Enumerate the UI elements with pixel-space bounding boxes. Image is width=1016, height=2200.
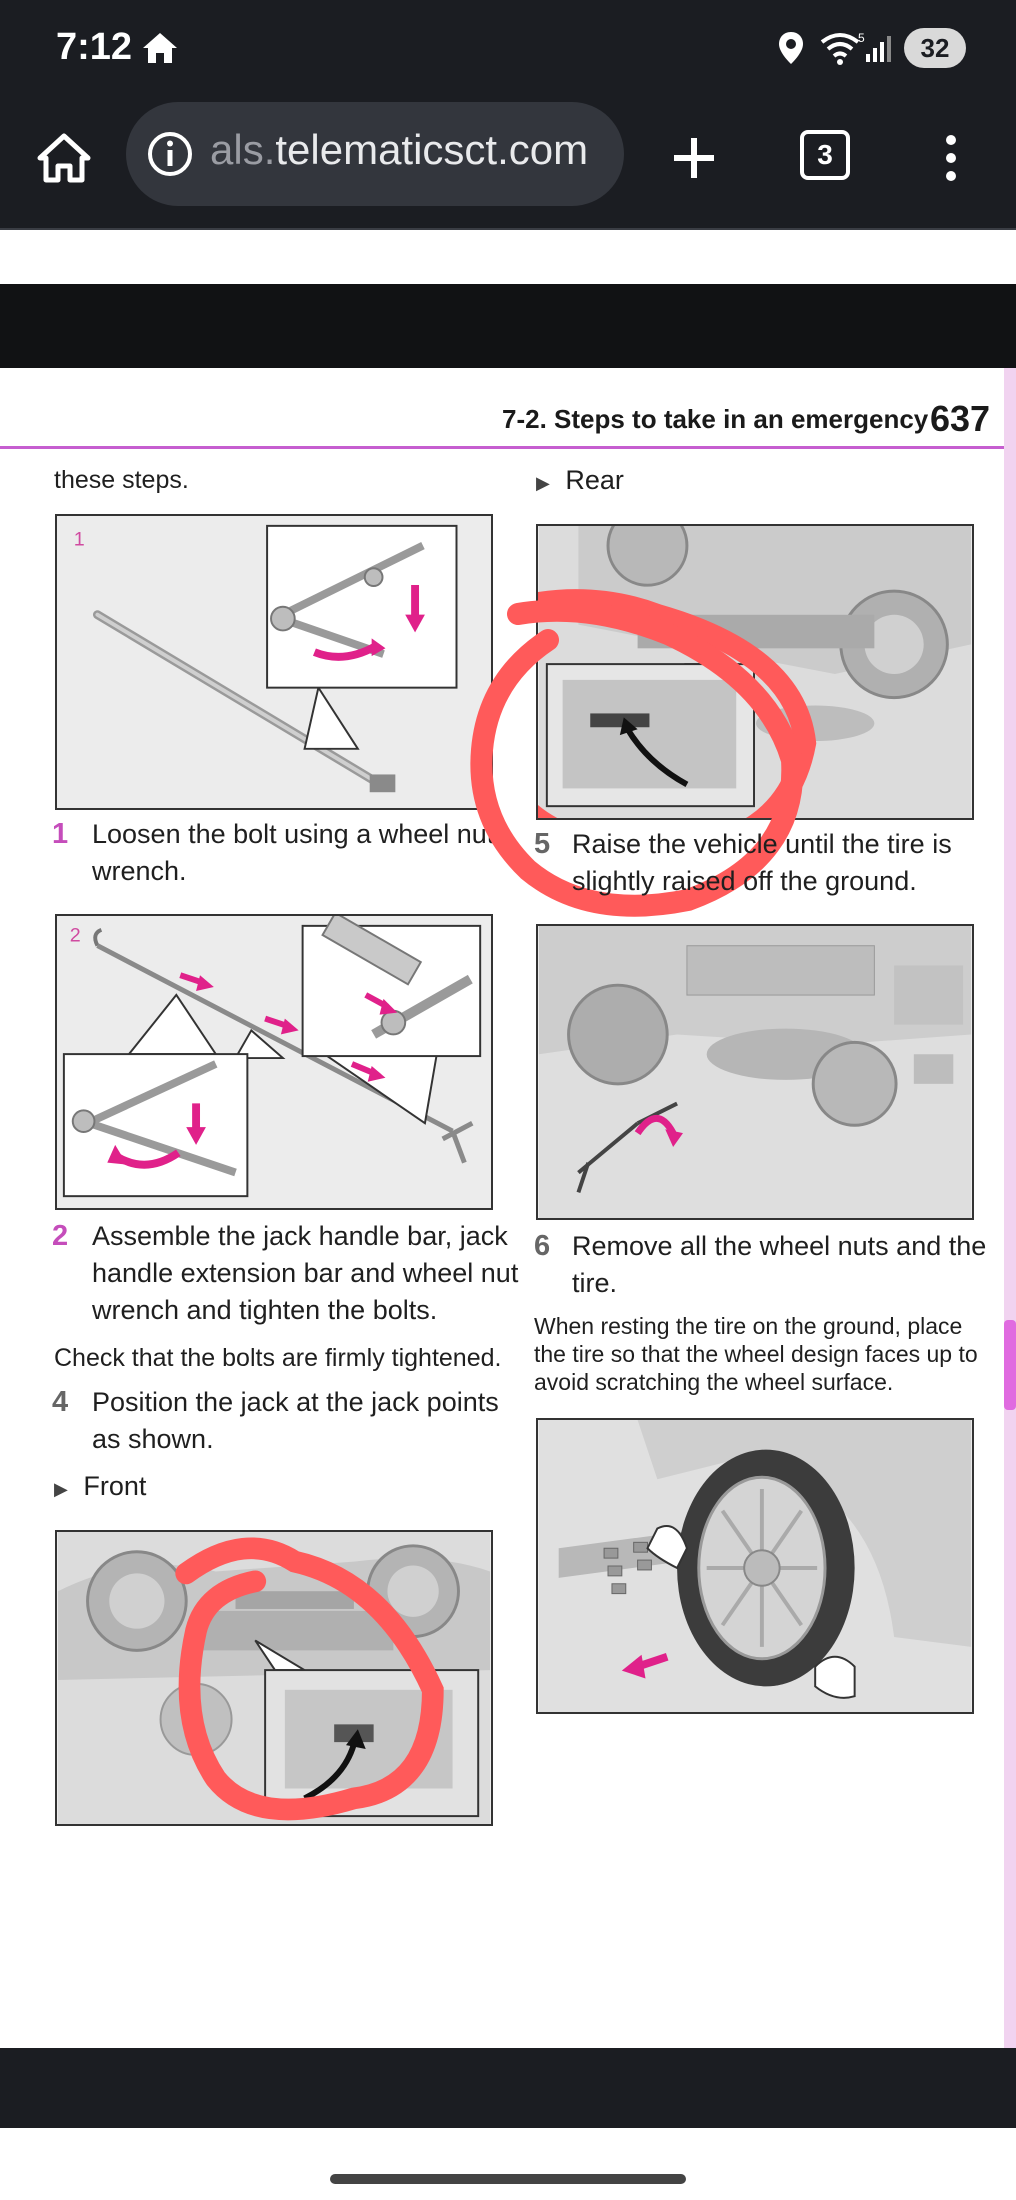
home-button[interactable] [36, 130, 92, 186]
step-6-line-2: tire. [572, 1268, 618, 1298]
scrollbar-track[interactable] [1004, 368, 1016, 2048]
home-icon [37, 133, 91, 183]
battery-indicator: 32 [904, 28, 966, 68]
triangle-bullet-icon: ▶ [536, 473, 550, 493]
site-info-icon[interactable] [146, 130, 194, 178]
rear-label: Rear [565, 465, 624, 495]
address-bar[interactable] [126, 102, 624, 206]
step-2-line-1: Assemble the jack handle bar, jack [92, 1221, 508, 1251]
step-5: 5 [534, 826, 550, 863]
step-4-line-2: as shown. [92, 1424, 214, 1454]
page-number: 637 [930, 398, 991, 439]
url-domain: telematicsct.com [275, 126, 589, 173]
step-5-line-2: slightly raised off the ground. [572, 866, 917, 896]
step-5-line-1: Raise the vehicle until the tire is [572, 829, 952, 859]
location-icon [776, 30, 806, 66]
tire-placement-note: When resting the tire on the ground, pla… [534, 1312, 978, 1396]
step-4-line-1: Position the jack at the jack points [92, 1387, 499, 1417]
step-2-text: Assemble the jack handle bar, jack handl… [92, 1218, 518, 1329]
gesture-handle[interactable] [330, 2174, 686, 2184]
figure-front-jack-point [55, 1530, 493, 1826]
header-divider [0, 446, 1004, 449]
step-number: 6 [534, 1230, 551, 1262]
page-top-strip [0, 230, 1016, 284]
tire-note-line-1: When resting the tire on the ground, pla… [534, 1313, 963, 1339]
triangle-bullet-icon: ▶ [54, 1479, 68, 1499]
figure-raise-vehicle [536, 924, 974, 1220]
step-2-line-2: handle extension bar and wheel nut [92, 1258, 519, 1288]
bolt-check-note: Check that the bolts are firmly tightene… [54, 1344, 502, 1372]
step-4: 4 [52, 1384, 68, 1421]
step-6: 6 [534, 1228, 550, 1265]
status-time: 7:12 [56, 26, 133, 68]
wifi-icon: 5 [818, 30, 866, 66]
system-navigation-bar [0, 2128, 1016, 2200]
bottom-bar [0, 2048, 1016, 2128]
step-6-text: Remove all the wheel nuts and the tire. [572, 1228, 986, 1302]
figure-assemble-jack-handle: 2 [55, 914, 493, 1210]
step-number: 2 [52, 1220, 69, 1252]
step-1-line-1: Loosen the bolt using a wheel nut [92, 819, 495, 849]
step-4-text: Position the jack at the jack points as … [92, 1384, 499, 1458]
step-2: 2 [52, 1218, 68, 1255]
red-annotation-circle [538, 589, 817, 818]
front-label: Front [83, 1471, 147, 1501]
tab-switcher-button[interactable]: 3 [800, 130, 850, 180]
svg-text:5: 5 [858, 31, 865, 45]
plus-icon [674, 138, 714, 178]
front-label-row: ▶ Front [54, 1468, 146, 1508]
step-2-line-3: wrench and tighten the bolts. [92, 1295, 438, 1325]
page-header-band [0, 284, 1016, 368]
figure-number: 2 [70, 925, 81, 947]
tire-note-line-3: avoid scratching the wheel surface. [534, 1369, 894, 1395]
home-icon [140, 30, 180, 66]
step-5-text: Raise the vehicle until the tire is slig… [572, 826, 952, 900]
step-6-line-1: Remove all the wheel nuts and the [572, 1231, 987, 1261]
step-number: 1 [52, 818, 69, 850]
step-number: 5 [534, 828, 551, 860]
more-options-button[interactable] [936, 128, 966, 188]
intro-text: these steps. [54, 466, 189, 494]
step-1-line-2: wrench. [92, 856, 187, 886]
scrollbar-thumb[interactable] [1004, 1320, 1016, 1410]
step-1: 1 [52, 816, 68, 853]
tire-note-line-2: the tire so that the wheel design faces … [534, 1341, 978, 1367]
red-annotation-overlay [468, 599, 808, 920]
step-number: 4 [52, 1386, 69, 1418]
new-tab-button[interactable] [666, 130, 722, 186]
section-title: 7-2. Steps to take in an emergency [502, 404, 929, 434]
figure-remove-tire [536, 1418, 974, 1714]
step-1-text: Loosen the bolt using a wheel nut wrench… [92, 816, 494, 890]
signal-icon [864, 32, 898, 64]
url-text[interactable]: als.telematicsct.com [210, 126, 588, 174]
kebab-menu-icon [946, 135, 956, 181]
red-annotation-circle [175, 1537, 444, 1821]
figure-loosen-bolt: 1 [55, 514, 493, 810]
figure-rear-jack-point [536, 524, 974, 820]
rear-label-row: ▶ Rear [536, 462, 624, 502]
url-prefix: als. [210, 126, 276, 173]
figure-number: 1 [74, 529, 85, 551]
